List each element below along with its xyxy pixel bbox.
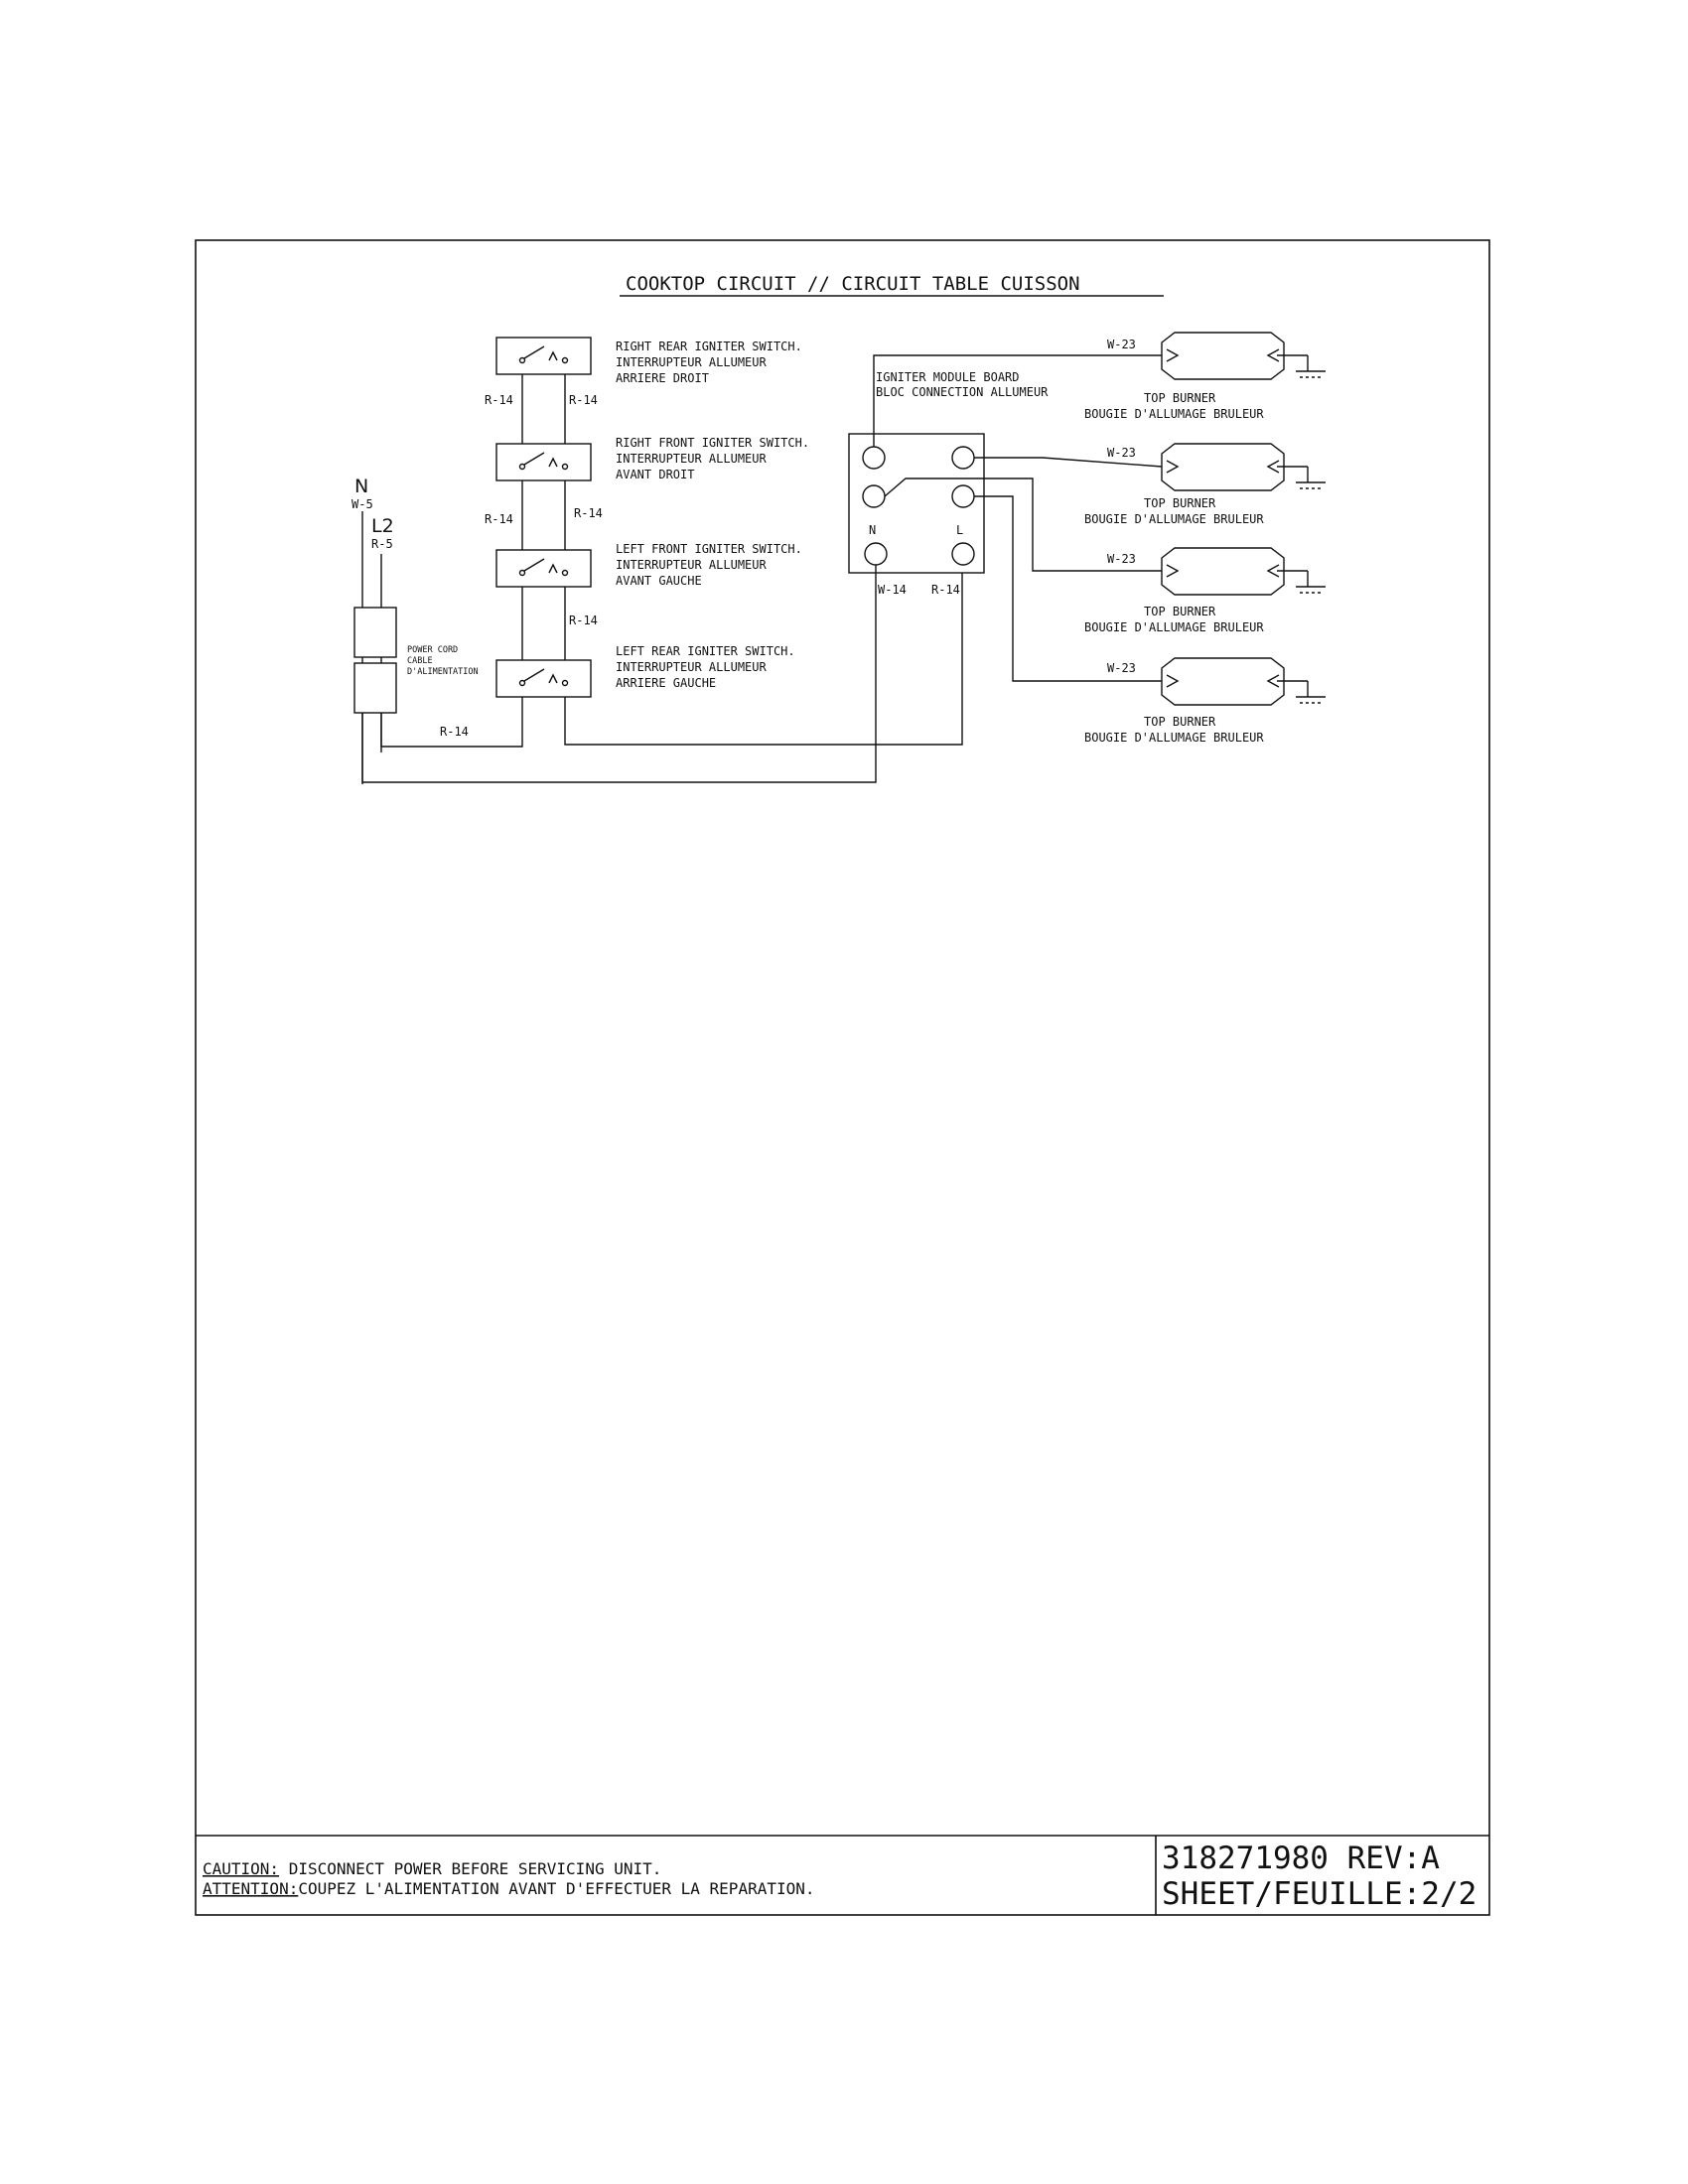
power-cord-line-2: CABLE xyxy=(407,656,433,666)
power-cord-connector xyxy=(353,607,397,714)
burner-4-wire xyxy=(974,495,1162,682)
burner-3 xyxy=(1161,547,1326,596)
wire-label-r14-a: R-14 xyxy=(485,393,513,407)
burner-4 xyxy=(1161,657,1326,706)
switch-left-front-line-3: AVANT GAUCHE xyxy=(616,574,702,588)
module-terminals xyxy=(862,446,975,566)
wire-label-r14-d: R-14 xyxy=(574,506,603,520)
attention-text: COUPEZ L'ALIMENTATION AVANT D'EFFECTUER … xyxy=(298,1879,814,1898)
line-l2-label: L2 xyxy=(371,515,394,537)
module-terminal-n: N xyxy=(869,523,876,537)
burner-1-caption-1: TOP BURNER xyxy=(1144,391,1216,405)
wire-label-r14-c: R-14 xyxy=(485,512,513,526)
attention-label: ATTENTION: xyxy=(203,1879,298,1898)
attention-line: ATTENTION:COUPEZ L'ALIMENTATION AVANT D'… xyxy=(203,1879,815,1898)
switch-right-rear xyxy=(495,337,592,375)
neutral-wire-label: W-5 xyxy=(352,497,373,511)
diagram-title: COOKTOP CIRCUIT // CIRCUIT TABLE CUISSON xyxy=(626,273,1080,295)
switch-right-front-line-3: AVANT DROIT xyxy=(616,468,694,481)
line-wire-label: R-5 xyxy=(371,537,393,551)
module-terminal-l: L xyxy=(956,523,963,537)
switch-left-rear-line-1: LEFT REAR IGNITER SWITCH. xyxy=(616,644,795,658)
switch-to-module-l-wire xyxy=(564,570,963,746)
sheet-border xyxy=(195,239,1490,1916)
wire-label-r14-b: R-14 xyxy=(569,393,598,407)
line-to-switch-wire xyxy=(380,697,523,748)
burner-3-wire-label: W-23 xyxy=(1107,552,1136,566)
module-l-wire-label: R-14 xyxy=(931,583,960,597)
cord-to-switch-wire-label: R-14 xyxy=(440,725,469,739)
switch-right-rear-line-1: RIGHT REAR IGNITER SWITCH. xyxy=(616,340,802,353)
burner-3-wire xyxy=(884,478,1162,572)
burner-4-caption-1: TOP BURNER xyxy=(1144,715,1216,729)
caution-line: CAUTION: DISCONNECT POWER BEFORE SERVICI… xyxy=(203,1859,661,1878)
switch-right-front-line-2: INTERRUPTEUR ALLUMEUR xyxy=(616,452,767,466)
burner-3-caption-1: TOP BURNER xyxy=(1144,605,1216,618)
switch-right-front xyxy=(495,443,592,481)
power-cord-line-3: D'ALIMENTATION xyxy=(407,667,479,677)
burner-4-caption-2: BOUGIE D'ALLUMAGE BRULEUR xyxy=(1084,731,1264,745)
switch-right-front-line-1: RIGHT FRONT IGNITER SWITCH. xyxy=(616,436,809,450)
switch-left-front-line-2: INTERRUPTEUR ALLUMEUR xyxy=(616,558,767,572)
sheet-number: SHEET/FEUILLE:2/2 xyxy=(1162,1876,1477,1912)
igniter-module-line-2: BLOC CONNECTION ALLUMEUR xyxy=(876,385,1049,399)
caution-label: CAUTION: xyxy=(203,1859,279,1878)
burner-4-wire-label: W-23 xyxy=(1107,661,1136,675)
burner-1-caption-2: BOUGIE D'ALLUMAGE BRULEUR xyxy=(1084,407,1264,421)
switch-right-rear-line-3: ARRIERE DROIT xyxy=(616,371,709,385)
wire-label-r14-e: R-14 xyxy=(569,614,598,627)
burner-2-wire-label: W-23 xyxy=(1107,446,1136,460)
burner-2-caption-1: TOP BURNER xyxy=(1144,496,1216,510)
neutral-return-wire xyxy=(361,713,877,783)
burner-1-wire xyxy=(873,354,1162,447)
switch-left-rear-line-2: INTERRUPTEUR ALLUMEUR xyxy=(616,660,767,674)
caution-text: DISCONNECT POWER BEFORE SERVICING UNIT. xyxy=(279,1859,661,1878)
burner-3-caption-2: BOUGIE D'ALLUMAGE BRULEUR xyxy=(1084,620,1264,634)
igniter-module-line-1: IGNITER MODULE BOARD xyxy=(876,370,1020,384)
switch-left-rear-line-3: ARRIERE GAUCHE xyxy=(616,676,716,690)
switch-right-rear-line-2: INTERRUPTEUR ALLUMEUR xyxy=(616,355,767,369)
switch-left-rear xyxy=(495,659,592,698)
burner-2 xyxy=(1161,443,1326,491)
burner-2-wire xyxy=(974,457,1163,468)
burner-1-wire-label: W-23 xyxy=(1107,338,1136,351)
part-number: 318271980 REV:A xyxy=(1162,1841,1440,1876)
burner-1 xyxy=(1161,332,1326,380)
burner-2-caption-2: BOUGIE D'ALLUMAGE BRULEUR xyxy=(1084,512,1264,526)
switch-left-front-line-1: LEFT FRONT IGNITER SWITCH. xyxy=(616,542,802,556)
switch-left-front xyxy=(495,549,592,588)
module-n-wire-label: W-14 xyxy=(878,583,907,597)
neutral-label: N xyxy=(354,476,368,497)
power-cord-line-1: POWER CORD xyxy=(407,645,458,655)
